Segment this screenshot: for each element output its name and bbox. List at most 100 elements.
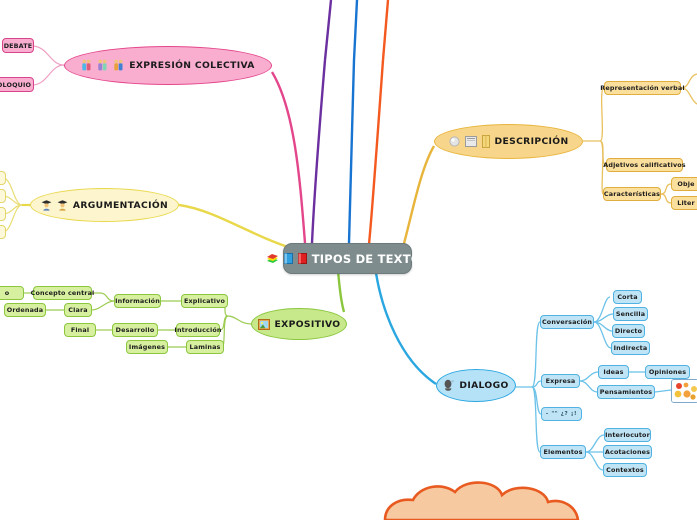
leaf-ordenada[interactable]: Ordenada	[4, 303, 46, 317]
leaf-coloquio[interactable]: OLOQUIO	[0, 77, 34, 92]
orange-line-lower	[367, 59, 385, 245]
leaf-label: Corta	[617, 293, 638, 301]
branch-expositivo[interactable]: EXPOSITIVO	[251, 308, 347, 340]
orange-line	[381, 0, 390, 61]
leaf-label: Ordenada	[6, 306, 44, 314]
blue-line-lower	[347, 59, 356, 244]
leaf-label: Características	[603, 190, 661, 198]
leaf-argumentacion-2[interactable]	[0, 189, 6, 203]
leaf-concepto-central[interactable]: Concepto central	[31, 286, 94, 300]
leaf-label: Liter	[677, 199, 695, 207]
purple-line	[323, 0, 333, 61]
leaf-label: Sencilla	[615, 310, 646, 318]
leaf-clara[interactable]: Clara	[64, 303, 92, 317]
leaf-explicativo[interactable]: Explicativo	[181, 294, 228, 308]
edge-conversacion-sencilla	[593, 313, 614, 323]
leaf-desarrollo[interactable]: Desarrollo	[112, 323, 158, 337]
edge-dialogo-elementos	[531, 386, 541, 453]
edge-pensamientos-image	[654, 389, 672, 393]
picture-icon	[257, 318, 270, 330]
leaf-directo[interactable]: Directo	[612, 324, 645, 338]
branch-dialogo[interactable]: DIALOGO	[436, 369, 516, 402]
leaf-label: Conversación	[541, 318, 593, 326]
leaf-label: Información	[115, 297, 160, 305]
edge-expositivo-hub	[227, 315, 252, 325]
leaf-opiniones[interactable]: Opiniones	[645, 365, 690, 379]
edge-caracteristicas-obje	[660, 183, 672, 195]
edge-dialogo-expresa	[531, 380, 542, 388]
branch-label: DIALOGO	[459, 380, 509, 391]
branch-label: EXPRESIÓN COLECTIVA	[129, 60, 255, 71]
leaf-label: Directo	[614, 327, 643, 335]
column-icon	[481, 135, 490, 148]
leaf-o[interactable]: o	[0, 286, 24, 300]
leaf-label: Imágenes	[128, 343, 166, 351]
leaf-label: Contextos	[606, 466, 644, 474]
edge-central-expositivo	[336, 269, 346, 313]
leaf-indirecta[interactable]: Indirecta	[611, 341, 650, 355]
branch-label: ARGUMENTACIÓN	[72, 199, 169, 211]
leaf-label: Obje	[677, 180, 695, 188]
leaf-label: Ideas	[603, 368, 624, 376]
books-stack-icon	[266, 253, 279, 265]
leaf-representacion-verbal[interactable]: Representación verbal	[600, 81, 685, 95]
leaf-argumentacion-4[interactable]	[0, 225, 6, 239]
leaf-final[interactable]: Final	[64, 323, 96, 337]
edge-conversacion-corta	[593, 296, 611, 323]
leaf-signos-puntuacion[interactable]: - "" ¿? ¡!	[541, 407, 582, 421]
leaf-label: o	[4, 289, 10, 297]
edge-informacion-clara	[91, 300, 115, 311]
branch-label: DESCRIPCIÓN	[494, 136, 569, 147]
leaf-introduccion[interactable]: Introducción	[174, 323, 222, 337]
branch-descripcion[interactable]: DESCRIPCIÓN	[434, 124, 583, 159]
leaf-argumentacion-1[interactable]	[0, 171, 6, 185]
leaf-adjetivos-calificativos[interactable]: Adjetivos calificativos	[603, 158, 686, 172]
leaf-label: Representación verbal	[600, 84, 685, 92]
leaf-sencilla[interactable]: Sencilla	[613, 307, 648, 321]
cloud-shape	[383, 481, 580, 520]
leaf-imagenes[interactable]: Imágenes	[126, 340, 168, 354]
people-icon	[81, 59, 92, 72]
leaf-ideas[interactable]: Ideas	[598, 365, 629, 379]
leaf-label: - "" ¿? ¡!	[545, 411, 578, 417]
edge-expresion-debate	[31, 45, 65, 66]
leaf-expresa[interactable]: Expresa	[541, 374, 580, 388]
sphere-icon	[448, 136, 460, 147]
edge-expresa-pensamientos	[579, 380, 598, 393]
leaf-caracteristicas[interactable]: Características	[603, 187, 661, 201]
leaf-laminas[interactable]: Laminas	[186, 340, 224, 354]
people-icon	[113, 59, 124, 72]
edge-dialogo-conversacion	[531, 321, 541, 388]
leaf-argumentacion-3[interactable]	[0, 207, 6, 221]
branch-label: EXPOSITIVO	[274, 318, 341, 330]
leaf-contextos[interactable]: Contextos	[603, 463, 647, 477]
leaf-objetivo[interactable]: Obje	[671, 177, 697, 191]
leaf-elementos[interactable]: Elementos	[540, 445, 586, 459]
edge-elementos-contextos	[585, 451, 604, 471]
blue-line	[352, 0, 359, 61]
leaf-label: Explicativo	[184, 297, 225, 305]
central-label: TIPOS DE TEXTOS	[311, 251, 430, 266]
clipart-image-node[interactable]	[671, 379, 697, 403]
leaf-conversacion[interactable]: Conversación	[540, 315, 594, 329]
edge-expresion-coloquio	[31, 64, 65, 86]
leaf-label: Indirecta	[613, 344, 648, 352]
leaf-pensamientos[interactable]: Pensamientos	[597, 385, 655, 399]
leaf-informacion[interactable]: Información	[114, 294, 161, 308]
leaf-literario[interactable]: Liter	[671, 196, 697, 210]
central-node[interactable]: TIPOS DE TEXTOS	[266, 243, 429, 274]
leaf-label: Introducción	[174, 326, 222, 334]
edge-caracteristicas-liter	[660, 193, 672, 204]
edge-informacion-hub	[99, 292, 115, 302]
leaf-interlocutor[interactable]: Interlocutor	[604, 428, 651, 442]
graduate-icon	[57, 199, 68, 211]
leaf-label: Elementos	[543, 448, 583, 456]
edge-central-dialogo	[374, 272, 437, 385]
leaf-debate[interactable]: DEBATE	[2, 38, 34, 53]
edge-elementos-interlocutor	[585, 434, 605, 453]
branch-argumentacion[interactable]: ARGUMENTACIÓN	[30, 188, 179, 222]
leaf-acotaciones[interactable]: Acotaciones	[603, 445, 652, 459]
leaf-corta[interactable]: Corta	[613, 290, 642, 304]
branch-expresion-colectiva[interactable]: EXPRESIÓN COLECTIVA	[64, 46, 272, 85]
